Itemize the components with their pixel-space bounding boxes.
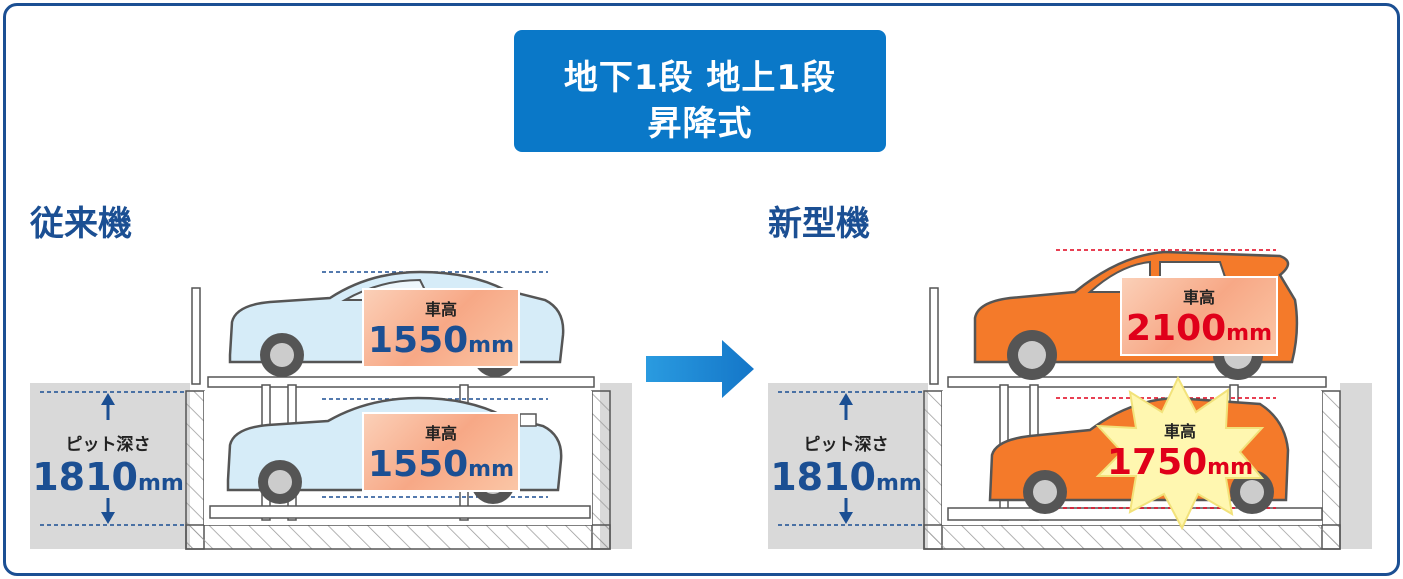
right-pit-value: 1810 xyxy=(770,455,876,499)
left-pit-value: 1810 xyxy=(32,455,138,499)
left-upper-height-label: 車高 xyxy=(424,300,457,319)
right-upper-height-unit: mm xyxy=(1226,321,1273,346)
left-pit-depth: ピット深さ 1810mm xyxy=(30,430,186,499)
left-lower-height-label: 車高 xyxy=(424,424,457,443)
right-pit-depth: ピット深さ 1810mm xyxy=(768,430,924,499)
right-section-label: 新型機 xyxy=(768,204,870,244)
left-lower-height-unit: mm xyxy=(468,457,515,482)
right-lower-height-unit: mm xyxy=(1207,455,1254,480)
left-lower-height-value: 1550 xyxy=(367,444,469,485)
right-upper-height-label: 車高 xyxy=(1182,288,1215,307)
title-line-1: 地下1段 地上1段 xyxy=(563,58,837,98)
right-pit-label: ピット深さ xyxy=(803,435,889,455)
left-upper-height-badge: 車高 1550mm xyxy=(362,288,520,368)
left-pit-unit: mm xyxy=(137,471,184,496)
left-section-label: 従来機 xyxy=(30,204,132,244)
right-upper-height-value: 2100 xyxy=(1125,308,1227,349)
right-lower-height-callout: 車高 1750mm xyxy=(1100,418,1260,483)
right-upper-height-badge: 車高 2100mm xyxy=(1120,276,1278,356)
left-upper-height-value: 1550 xyxy=(367,320,469,361)
left-upper-height-unit: mm xyxy=(468,333,515,358)
highlight-burst xyxy=(1095,375,1265,531)
left-lower-height-badge: 車高 1550mm xyxy=(362,412,520,492)
title-line-2: 昇降式 xyxy=(647,104,753,144)
title-box: 地下1段 地上1段 昇降式 xyxy=(514,30,886,152)
right-pit-unit: mm xyxy=(875,471,922,496)
right-lower-height-label: 車高 xyxy=(1163,422,1196,441)
right-lower-height-value: 1750 xyxy=(1106,442,1208,483)
transition-arrow xyxy=(646,340,754,398)
left-pit-label: ピット深さ xyxy=(65,435,151,455)
